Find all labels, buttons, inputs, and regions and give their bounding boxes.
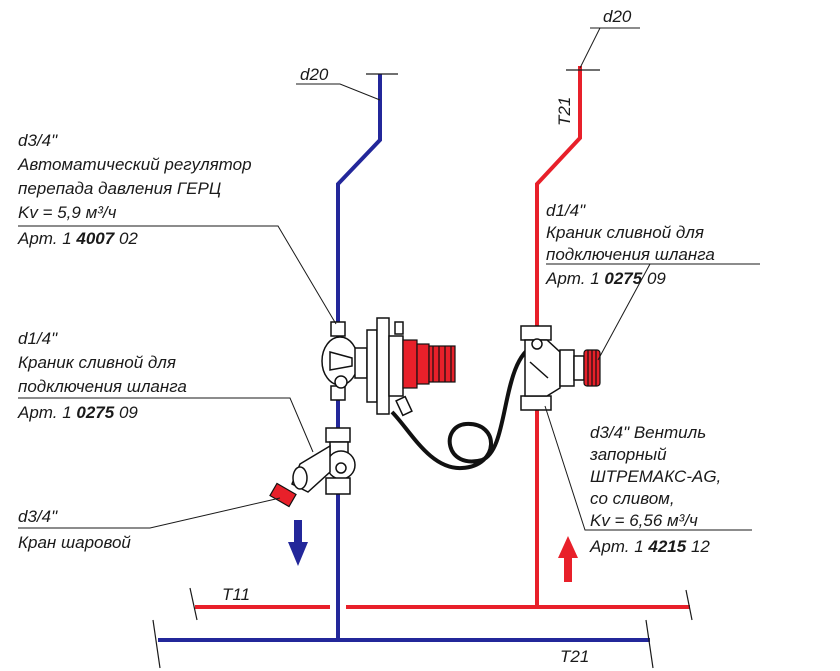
leader-d20-right-slope bbox=[579, 27, 601, 69]
svg-text:Kv = 5,9 м³/ч: Kv = 5,9 м³/ч bbox=[18, 203, 117, 222]
svg-text:ШТРЕМАКС-AG,: ШТРЕМАКС-AG, bbox=[590, 467, 721, 486]
return-flow-arrow bbox=[288, 520, 308, 566]
svg-text:со сливом,: со сливом, bbox=[590, 489, 675, 508]
ball-valve-label: d3/4" Кран шаровой bbox=[18, 507, 131, 552]
return-main-break-right bbox=[645, 619, 654, 669]
svg-text:Арт. 1 0275 09: Арт. 1 0275 09 bbox=[545, 269, 666, 288]
ball-valve-red-handle bbox=[269, 482, 297, 508]
svg-text:Арт. 1 0275 09: Арт. 1 0275 09 bbox=[17, 403, 138, 422]
svg-text:подключения шланга: подключения шланга bbox=[546, 245, 715, 264]
leader-shutoff-valve bbox=[544, 405, 752, 531]
svg-text:Краник сливной для: Краник сливной для bbox=[546, 223, 704, 242]
label-d20-right: d20 bbox=[603, 7, 632, 26]
svg-text:Кран шаровой: Кран шаровой bbox=[18, 533, 131, 552]
svg-text:d3/4" Вентиль: d3/4" Вентиль bbox=[590, 423, 706, 442]
pressure-regulator-valve bbox=[321, 317, 413, 417]
svg-text:Автоматический регулятор: Автоматический регулятор bbox=[17, 155, 252, 174]
svg-text:запорный: запорный bbox=[589, 445, 667, 464]
label-d20-left: d20 bbox=[300, 65, 329, 84]
leader-ball-valve bbox=[18, 497, 281, 529]
shutoff-valve bbox=[520, 325, 585, 411]
drain-right-label: d1/4" Краник сливной для подключения шла… bbox=[545, 201, 715, 288]
svg-text:Kv = 6,56 м³/ч: Kv = 6,56 м³/ч bbox=[590, 511, 698, 530]
svg-text:Краник сливной для: Краник сливной для bbox=[18, 353, 176, 372]
ball-valve bbox=[291, 427, 356, 495]
svg-text:Арт. 1 4215 12: Арт. 1 4215 12 bbox=[589, 537, 710, 556]
svg-text:d3/4": d3/4" bbox=[18, 507, 58, 526]
supply-flow-arrow bbox=[558, 536, 578, 582]
svg-text:d1/4": d1/4" bbox=[546, 201, 586, 220]
leader-regulator bbox=[18, 225, 337, 325]
supply-main-break-left bbox=[189, 587, 198, 621]
impulse-hose bbox=[390, 343, 536, 471]
svg-text:d1/4": d1/4" bbox=[18, 329, 58, 348]
regulator-label: d3/4" Автоматический регулятор перепада … bbox=[17, 131, 252, 248]
svg-text:d3/4": d3/4" bbox=[18, 131, 58, 150]
return-main-break-left bbox=[152, 619, 161, 669]
label-t11: T11 bbox=[222, 585, 250, 604]
leader-drain-right-slope bbox=[597, 263, 651, 361]
shutoff-valve-red-handle bbox=[583, 349, 601, 387]
label-t21-bottom: T21 bbox=[560, 647, 589, 666]
label-t21-top: T21 bbox=[555, 97, 574, 126]
regulator-red-handle bbox=[402, 339, 456, 389]
shutoff-valve-label: d3/4" Вентиль запорный ШТРЕМАКС-AG, со с… bbox=[589, 423, 721, 556]
svg-text:перепада давления ГЕРЦ: перепада давления ГЕРЦ bbox=[18, 179, 221, 198]
leader-d20-left bbox=[296, 83, 381, 101]
return-riser-pipe bbox=[336, 74, 382, 640]
svg-text:Арт. 1 4007 02: Арт. 1 4007 02 bbox=[17, 229, 138, 248]
svg-text:подключения шланга: подключения шланга bbox=[18, 377, 187, 396]
leader-drain-left bbox=[18, 397, 314, 453]
drain-left-label: d1/4" Краник сливной для подключения шла… bbox=[17, 329, 187, 422]
supply-main-break-right bbox=[685, 589, 693, 621]
